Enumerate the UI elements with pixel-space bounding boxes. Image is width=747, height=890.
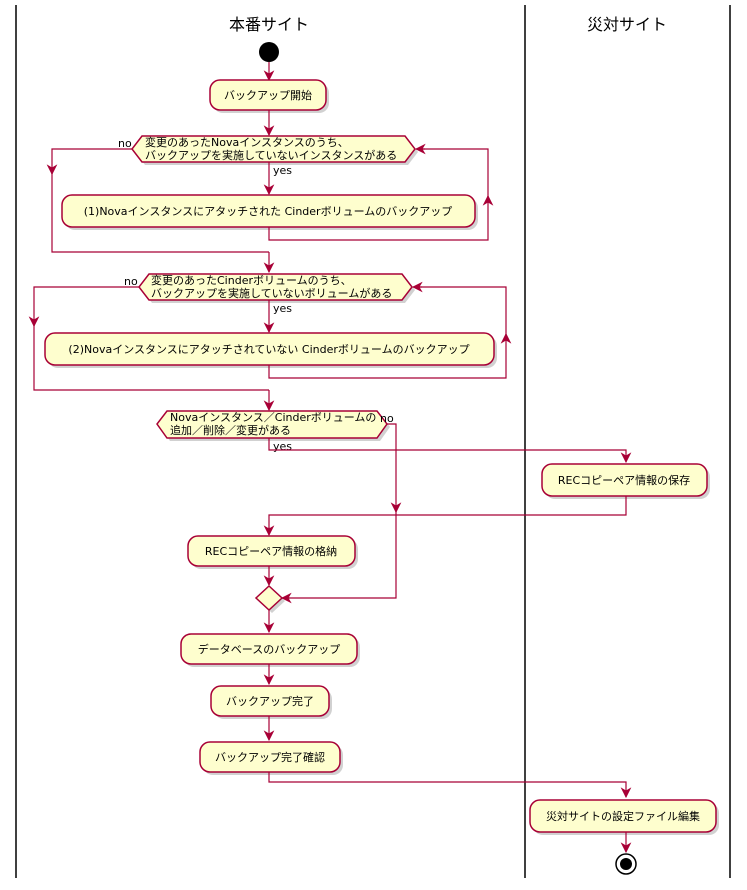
loop2-yes-label: yes <box>273 302 292 315</box>
start-node <box>259 42 279 62</box>
activity-backup-start <box>209 79 327 111</box>
activity-rec-save <box>541 463 708 497</box>
condition-change <box>156 410 388 439</box>
activity-rec-store <box>187 535 356 567</box>
activity-backup-start-label: バックアップ開始 <box>224 88 312 102</box>
activity-dr-config-edit-label: 災対サイトの設定ファイル編集 <box>546 809 700 823</box>
end-node-outer <box>615 853 637 875</box>
loop2-no-label: no <box>124 275 138 288</box>
lane-title-production: 本番サイト <box>229 15 309 34</box>
loop1-no-label: no <box>118 137 132 150</box>
loop1-condition-line1: 変更のあったNovaインスタンスのうち、 <box>145 135 349 149</box>
condition-change-line1: Novaインスタンス／Cinderボリュームの <box>170 411 376 424</box>
loop1-condition-line2: バックアップを実施していないインスタンスがある <box>145 148 397 162</box>
condition-no-label: no <box>380 412 394 425</box>
activity-db-backup-label: データベースのバックアップ <box>198 642 340 656</box>
loop2-condition-line2: バックアップを実施していないボリュームがある <box>151 286 392 300</box>
end-node-inner <box>620 858 632 870</box>
activity-act1-label: (1)Novaインスタンスにアタッチされた Cinderボリュームのバックアップ <box>84 205 453 218</box>
activity-act2-label: (2)Novaインスタンスにアタッチされていない Cinderボリュームのバック… <box>68 343 469 356</box>
condition-change-line2: 追加／削除／変更がある <box>170 423 291 437</box>
loop2-condition-line1: 変更のあったCinderボリュームのうち、 <box>151 273 352 287</box>
activity-rec-store-label: RECコピーペア情報の格納 <box>205 544 337 558</box>
activity-backup-done-label: バックアップ完了 <box>226 694 314 708</box>
lane-title-dr: 災対サイト <box>587 15 667 34</box>
activity-rec-save-label: RECコピーペア情報の保存 <box>558 473 690 487</box>
activity-backup-confirm <box>199 741 341 773</box>
loop1-yes-label: yes <box>273 164 292 177</box>
activity-backup-confirm-label: バックアップ完了確認 <box>215 750 325 764</box>
activity-dr-config-edit <box>529 799 717 833</box>
activity-backup-done <box>210 685 330 717</box>
condition-yes-label: yes <box>273 440 292 453</box>
